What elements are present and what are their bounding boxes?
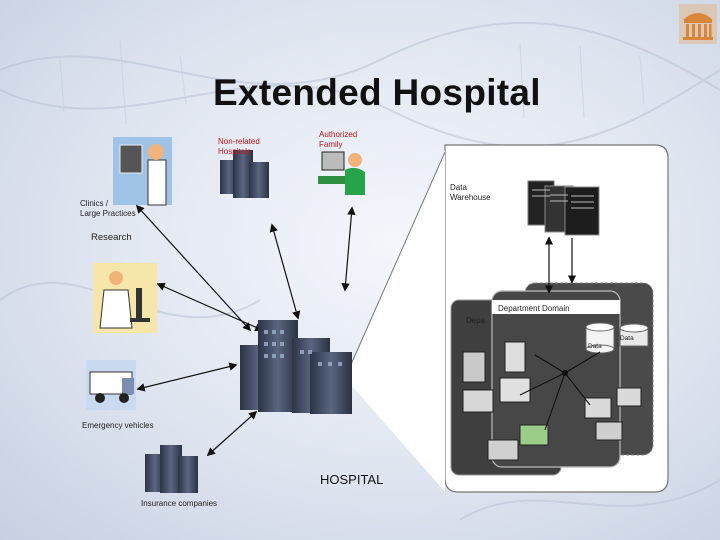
clinics-label: Clinics / Large Practices [80,199,136,218]
insurance-companies-label: Insurance companies [141,499,218,508]
department-partial-label: Depa [466,316,486,325]
hospital-building-icon [240,320,352,414]
database-label-back: Data [620,335,634,342]
building-icon [145,445,198,493]
research-label: Research [91,232,132,243]
university-logo-icon [679,4,717,44]
domain-wedge [345,150,445,492]
family-computer-icon [318,151,365,195]
hospital-label: HOSPITAL [320,472,384,487]
authorized-family-label: Authorized Family [319,130,358,149]
database-icon [585,322,615,354]
department-domain-label: Department Domain [498,304,570,313]
database-icon [619,323,649,347]
ambulance-icon [86,360,136,410]
data-warehouse-label-line1: Data [450,183,467,192]
data-warehouse-label-line2: Warehouse [450,193,491,202]
desktop-computer-icon [462,341,642,461]
building-icon [220,150,269,198]
database-label-front: Data [588,343,602,350]
doctor-xray-icon [113,137,172,206]
emergency-vehicles-label: Emergency vehicles [82,421,154,430]
microscope-researcher-icon [93,263,157,333]
page-title: Extended Hospital [213,72,541,113]
non-related-hospitals-label: Non-related Hospitals [218,137,260,156]
server-rack-icon [527,180,600,236]
